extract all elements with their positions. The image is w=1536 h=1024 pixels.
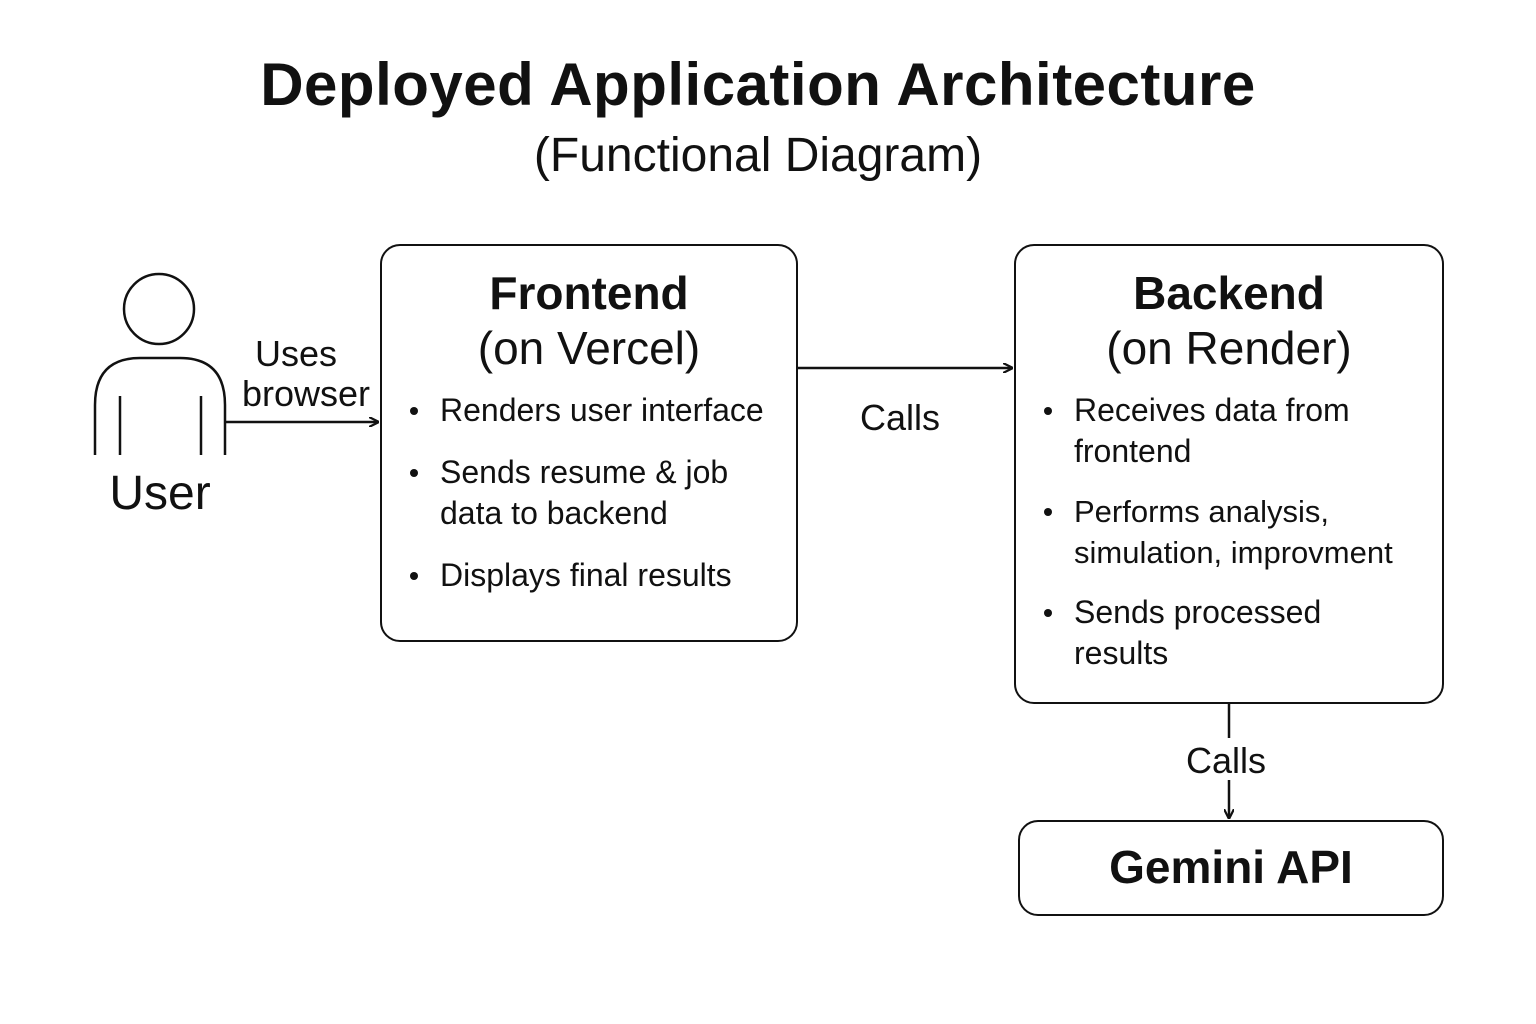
uses-label-line2: browser [241,373,371,414]
frontend-bullet: Displays final results [406,555,796,596]
user-icon-body [93,356,227,455]
frontend-host: (on Vercel) [477,322,701,375]
backend-bullet-list: Receives data from frontend Performs ana… [1040,390,1442,674]
frontend-bullet-list: Renders user interface Sends resume & jo… [406,390,796,596]
frontend-heading: Frontend [489,267,689,319]
diagram-title: Deployed Application Architecture [260,51,1256,118]
gemini-api-box: Gemini API [1018,820,1444,916]
backend-bullet: Performs analysis, simulation, improvmen… [1040,491,1434,573]
backend-bullet: Receives data from frontend [1040,390,1394,472]
gemini-api-label: Gemini API [1109,841,1353,893]
user-icon [93,272,227,455]
frontend-bullet: Renders user interface [406,390,796,431]
backend-gemini-calls-label: Calls [1186,740,1267,781]
backend-host: (on Render) [1106,322,1352,375]
uses-browser-label: Uses browser [236,334,376,414]
user-icon-head [122,272,196,346]
user-label: User [109,467,211,520]
frontend-bullet: Sends resume & job data to backend [406,452,760,534]
frontend-box: Frontend (on Vercel) Renders user interf… [380,244,798,642]
uses-label-line1: Uses [254,333,338,374]
backend-box: Backend (on Render) Receives data from f… [1014,244,1444,704]
diagram-subtitle: (Functional Diagram) [533,129,983,182]
backend-bullet: Sends processed results [1040,592,1374,674]
frontend-backend-calls-label: Calls [860,397,941,438]
backend-heading: Backend [1133,267,1325,319]
